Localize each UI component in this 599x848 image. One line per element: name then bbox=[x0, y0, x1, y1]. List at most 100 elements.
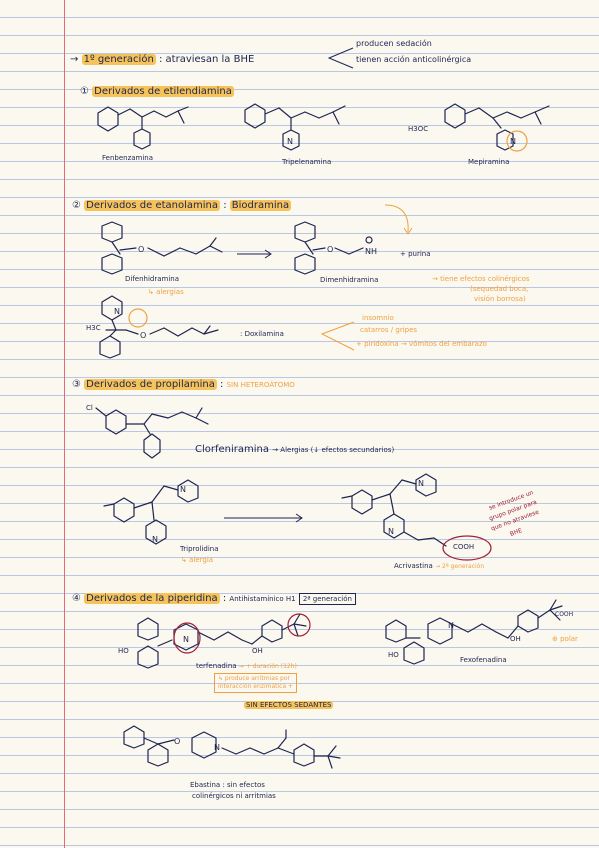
sin-efectos-text: SIN EFECTOS SEDANTES bbox=[244, 701, 334, 709]
section-1-number: ① bbox=[80, 86, 89, 97]
terfenadina-box-line2: interacción enzimática + bbox=[218, 682, 294, 690]
fexofenadina-polar: ⊕ polar bbox=[552, 635, 578, 643]
molecule-difenhidramina: O bbox=[101, 221, 223, 275]
compound-doxilamina: : Doxilamina bbox=[240, 331, 284, 338]
dimen-note-3: visión borrosa) bbox=[474, 295, 526, 303]
section-2-title: ② Derivados de etanolamina : Biodramina bbox=[72, 200, 292, 211]
triprolidina-note: ↳ alergia bbox=[181, 556, 214, 564]
section-1-title-text: Derivados de etilendiamina bbox=[92, 86, 234, 97]
fexofenadina-cooh: COOH bbox=[555, 611, 574, 618]
section-3-note: SIN HETEROÁTOMO bbox=[226, 381, 295, 389]
acrivastina-note: → 2ª generación bbox=[435, 563, 485, 570]
compound-triprolidina: Triprolidina bbox=[180, 545, 219, 553]
header-prefix: → bbox=[70, 54, 79, 65]
section-3-number: ③ bbox=[72, 379, 81, 390]
compound-clorfeniramina: Clorfeniramina → Alergias (↓ efectos sec… bbox=[195, 445, 394, 455]
section-2-biodramina: Biodramina bbox=[229, 200, 292, 211]
compound-mepiramina: Mepiramina bbox=[468, 158, 510, 166]
header-fork-arrow bbox=[327, 47, 354, 69]
section-4-title: ④ Derivados de la piperidina : Antihista… bbox=[72, 593, 356, 605]
biodramina-arrow bbox=[384, 204, 413, 235]
terfenadina-tbutyl-circle bbox=[287, 613, 311, 637]
compound-ebastina: Ebastina : sin efectos bbox=[190, 781, 265, 789]
ebastina-note: colinérgicos ni arritmias bbox=[192, 792, 276, 800]
terfenadina-oh-label: OH bbox=[252, 647, 263, 655]
difenhidramina-note: ↳ alergias bbox=[148, 288, 184, 296]
compound-dimenhidramina: Dimenhidramina bbox=[320, 276, 379, 284]
molecule-triprolidina: N N bbox=[103, 479, 199, 545]
svg-text:N: N bbox=[388, 527, 394, 536]
terfenadina-box-line1: ↳ produce arritmias por bbox=[218, 675, 290, 682]
clorfeniramina-name: Clorfeniramina bbox=[195, 444, 270, 455]
section-3-separator: : bbox=[220, 379, 224, 390]
header-line: → 1º generación : atraviesan la BHE bbox=[70, 54, 255, 65]
acrivastina-name: Acrivastina bbox=[394, 562, 433, 570]
margin-line bbox=[64, 0, 65, 848]
section-4-generation: 2ª generación bbox=[298, 593, 356, 605]
sin-efectos-sedantes: SIN EFECTOS SEDANTES bbox=[244, 701, 334, 709]
header-text: : atraviesan la BHE bbox=[158, 54, 255, 65]
molecule-ebastina: O N bbox=[123, 725, 341, 769]
section-3-title-text: Derivados de propilamina bbox=[84, 379, 217, 390]
molecule-doxilamina: N O bbox=[99, 295, 219, 359]
molecule-fexofenadina: N bbox=[385, 599, 563, 665]
doxilamina-sep: : bbox=[240, 330, 243, 338]
molecule-fenbenzamina bbox=[97, 106, 189, 150]
svg-text:O: O bbox=[327, 245, 333, 254]
section-4-number: ④ bbox=[72, 593, 81, 604]
svg-text:NH: NH bbox=[365, 247, 377, 256]
doxilamina-use-1: insomnio bbox=[362, 314, 394, 322]
section-4-title-text: Derivados de la piperidina bbox=[84, 593, 220, 604]
section-3-title: ③ Derivados de propilamina : SIN HETEROÁ… bbox=[72, 379, 295, 390]
terfenadina-ho-label: HO bbox=[118, 647, 129, 655]
acrivastina-cooh-circle bbox=[442, 535, 492, 561]
molecule-clorfeniramina bbox=[95, 407, 209, 459]
section-2-separator: : bbox=[223, 200, 227, 211]
svg-text:N: N bbox=[287, 137, 293, 146]
section-4-subtitle: Antihistamínico H1 bbox=[229, 595, 296, 603]
dimen-plus-purina: + purina bbox=[400, 250, 431, 258]
doxilamina-use-2: catarros / gripes bbox=[360, 326, 418, 334]
section-2-title-text: Derivados de etanolamina bbox=[84, 200, 221, 211]
compound-terfenadina: terfenadina → + duración (12h) bbox=[196, 663, 297, 670]
dimen-note-2: (sequedad boca, bbox=[470, 285, 529, 293]
svg-text:N: N bbox=[418, 479, 424, 488]
svg-text:N: N bbox=[180, 485, 186, 494]
difen-to-dimen-arrow bbox=[237, 249, 272, 259]
doxilamina-methyl-label: H3C bbox=[86, 324, 101, 332]
terfenadina-box: ↳ produce arritmias por interacción enzi… bbox=[214, 673, 298, 693]
terfenadina-piperidine-circle bbox=[173, 622, 201, 654]
header-effect-anticholinergic: tienen acción anticolinérgica bbox=[356, 55, 472, 64]
molecule-dimenhidramina: O NH bbox=[294, 221, 377, 275]
svg-text:N: N bbox=[214, 743, 220, 752]
compound-acrivastina: Acrivastina → 2ª generación bbox=[394, 563, 484, 570]
svg-text:N: N bbox=[510, 137, 516, 146]
compound-fenbenzamina: Fenbenzamina bbox=[102, 154, 154, 162]
fexofenadina-ho-label: HO bbox=[388, 651, 399, 659]
svg-text:N: N bbox=[152, 535, 158, 544]
svg-text:O: O bbox=[138, 245, 144, 254]
compound-difenhidramina: Difenhidramina bbox=[125, 275, 180, 283]
molecule-tripelenamina: N bbox=[244, 103, 346, 151]
tripro-to-acri-arrow bbox=[224, 513, 303, 523]
clorfeniramina-effect: → Alergias (↓ efectos secundarios) bbox=[272, 446, 395, 454]
header-effect-sedation: producen sedación bbox=[356, 39, 432, 48]
mepiramina-n-circle bbox=[506, 130, 528, 152]
doxilamina-fork-arrow bbox=[320, 321, 355, 351]
section-4-separator: : bbox=[222, 593, 227, 604]
terfenadina-name: terfenadina bbox=[196, 662, 237, 670]
molecule-terfenadina: N bbox=[137, 613, 307, 669]
svg-text:O: O bbox=[140, 331, 146, 340]
header-generation-label: 1º generación bbox=[81, 54, 156, 65]
dimen-note-1: → tiene efectos colinérgicos bbox=[432, 275, 530, 283]
section-2-number: ② bbox=[72, 200, 81, 211]
molecule-mepiramina: N bbox=[444, 103, 550, 151]
doxilamina-n-circle bbox=[128, 308, 148, 328]
doxilamina-name: Doxilamina bbox=[244, 330, 284, 338]
terfenadina-note: → + duración (12h) bbox=[238, 663, 297, 670]
clorfeniramina-cl-label: Cl bbox=[86, 404, 93, 412]
svg-text:O: O bbox=[174, 737, 180, 746]
svg-text:N: N bbox=[114, 307, 120, 316]
mepiramina-methoxy-label: H3OC bbox=[408, 125, 429, 133]
